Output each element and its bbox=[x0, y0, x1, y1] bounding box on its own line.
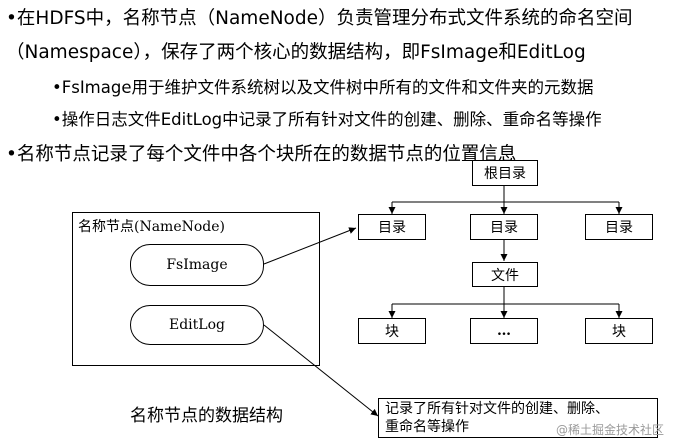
sub-bullet-editlog: •操作日志文件EditLog中记录了所有针对文件的创建、删除、重命名等操作 bbox=[52, 110, 602, 129]
fsimage-node: FsImage bbox=[130, 244, 264, 286]
sub-bullet-fsimage: •FsImage用于维护文件系统树以及文件树中所有的文件和文件夹的元数据 bbox=[52, 78, 594, 97]
namenode-caption: 名称节点的数据结构 bbox=[130, 406, 283, 426]
namenode-title: 名称节点(NameNode) bbox=[78, 219, 226, 235]
editlog-node: EditLog bbox=[130, 305, 264, 345]
tree-block-right: 块 bbox=[585, 318, 653, 344]
editlog-note-line2: 重命名等操作 bbox=[385, 419, 469, 435]
tree-directory-right: 目录 bbox=[585, 214, 653, 240]
tree-block-left: 块 bbox=[358, 318, 426, 344]
editlog-note: 记录了所有针对文件的创建、删除、 重命名等操作 bbox=[378, 398, 658, 438]
bullet-block-locations: •名称节点记录了每个文件中各个块所在的数据节点的位置信息 bbox=[6, 144, 517, 165]
bullet-namenode-intro-line1: •在HDFS中，名称节点（NameNode）负责管理分布式文件系统的命名空间 bbox=[6, 8, 633, 29]
tree-directory-left: 目录 bbox=[358, 214, 426, 240]
tree-root-directory: 根目录 bbox=[472, 160, 538, 186]
bullet-namenode-intro-line2: （Namespace），保存了两个核心的数据结构，即FsImage和EditLo… bbox=[6, 42, 586, 63]
namenode-panel: 名称节点(NameNode) bbox=[72, 212, 320, 366]
editlog-note-line1: 记录了所有针对文件的创建、删除、 bbox=[385, 401, 609, 417]
tree-block-middle: … bbox=[470, 318, 538, 344]
tree-directory-middle: 目录 bbox=[470, 214, 538, 240]
tree-file: 文件 bbox=[472, 262, 538, 287]
watermark-text: @稀土掘金技术社区 bbox=[556, 423, 665, 437]
